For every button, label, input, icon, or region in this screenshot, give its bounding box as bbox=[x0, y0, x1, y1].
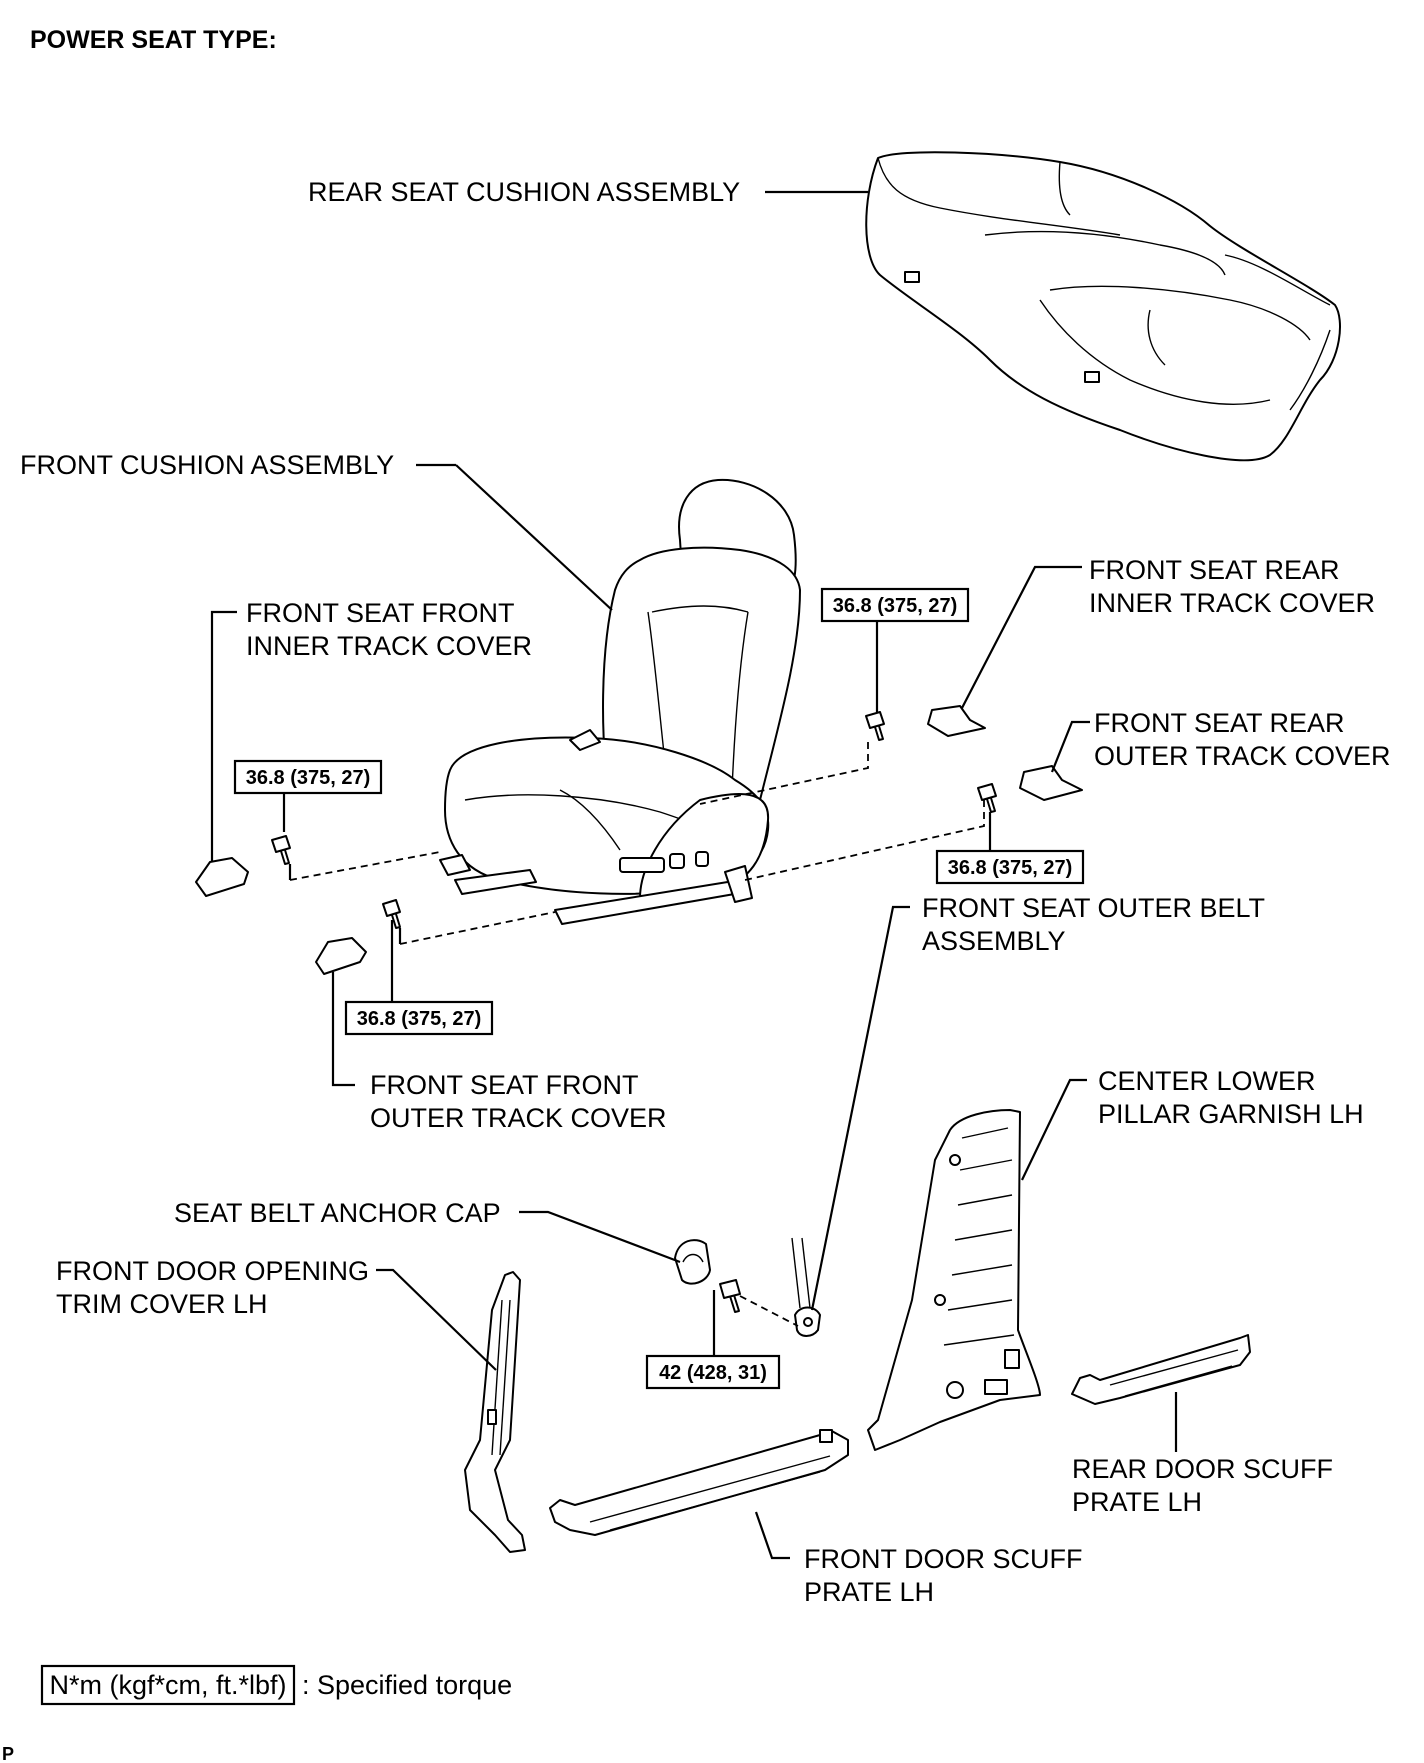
leader-door-opening-trim bbox=[376, 1268, 497, 1371]
legend-text: : Specified torque bbox=[302, 1670, 512, 1700]
rear-seat-cushion-drawing bbox=[865, 151, 1341, 462]
front-seat-drawing bbox=[439, 478, 801, 925]
bolt-icon bbox=[719, 1279, 741, 1313]
torque-front-inner: 36.8 (375, 27) bbox=[246, 767, 371, 789]
page-title: POWER SEAT TYPE: bbox=[30, 26, 277, 54]
label-rear-seat-cushion: REAR SEAT CUSHION ASSEMBLY bbox=[308, 177, 740, 207]
dashed-line-front-inner bbox=[289, 851, 441, 881]
leader-front-door-scuff bbox=[754, 1511, 790, 1560]
label-front-outer-track-cover-line2: OUTER TRACK COVER bbox=[370, 1103, 667, 1133]
leader-rear-inner-track-cover bbox=[961, 565, 1082, 709]
front-inner-track-cover bbox=[195, 857, 249, 897]
label-front-inner-track-cover-line2: INNER TRACK COVER bbox=[246, 631, 532, 661]
label-front-inner-track-cover-line1: FRONT SEAT FRONT bbox=[246, 598, 515, 628]
torque-anchor: 42 (428, 31) bbox=[659, 1362, 767, 1384]
label-rear-door-scuff-line1: REAR DOOR SCUFF bbox=[1072, 1454, 1333, 1484]
torque-box-rear-inner bbox=[820, 587, 970, 623]
bolt-icon bbox=[977, 783, 997, 813]
anchor-cap bbox=[674, 1239, 711, 1285]
bolt-icon bbox=[271, 835, 291, 865]
label-outer-belt-line2: ASSEMBLY bbox=[922, 926, 1066, 956]
label-rear-outer-track-cover-line1: FRONT SEAT REAR bbox=[1094, 708, 1345, 738]
bolt-icon bbox=[865, 711, 885, 741]
dashed-line-rear-inner bbox=[699, 742, 869, 805]
label-rear-door-scuff-line2: PRATE LH bbox=[1072, 1487, 1202, 1517]
front-door-scuff-drawing bbox=[549, 1429, 849, 1536]
label-center-pillar-line1: CENTER LOWER bbox=[1098, 1066, 1316, 1096]
torque-rear-inner: 36.8 (375, 27) bbox=[833, 595, 958, 617]
center-pillar-garnish-drawing bbox=[867, 1109, 1041, 1451]
torque-box-front-outer bbox=[344, 1000, 494, 1036]
label-front-door-scuff-line1: FRONT DOOR SCUFF bbox=[804, 1544, 1083, 1574]
legend-torque-box bbox=[40, 1664, 296, 1706]
label-rear-inner-track-cover-line1: FRONT SEAT REAR bbox=[1089, 555, 1340, 585]
label-door-opening-trim-line2: TRIM COVER LH bbox=[56, 1289, 268, 1319]
torque-box-anchor bbox=[645, 1354, 781, 1390]
leader-anchor-cap bbox=[519, 1210, 681, 1264]
label-outer-belt-line1: FRONT SEAT OUTER BELT bbox=[922, 893, 1265, 923]
label-front-outer-track-cover-line1: FRONT SEAT FRONT bbox=[370, 1070, 639, 1100]
rear-door-scuff-drawing bbox=[1071, 1334, 1251, 1405]
outer-belt-drawing bbox=[791, 1237, 821, 1337]
rear-inner-track-cover bbox=[927, 705, 986, 737]
leader-center-pillar bbox=[1021, 1078, 1087, 1181]
label-front-door-scuff-line2: PRATE LH bbox=[804, 1577, 934, 1607]
label-rear-inner-track-cover-line2: INNER TRACK COVER bbox=[1089, 588, 1375, 618]
leader-front-outer-track-cover bbox=[331, 972, 355, 1087]
leader-front-inner-track-cover bbox=[210, 610, 237, 862]
dashed-line-anchor bbox=[739, 1295, 799, 1327]
rear-outer-track-cover bbox=[1019, 765, 1083, 801]
leader-front-cushion-b bbox=[455, 464, 613, 611]
leader-rear-outer-track-cover bbox=[1050, 720, 1090, 773]
torque-front-outer: 36.8 (375, 27) bbox=[357, 1008, 482, 1030]
label-anchor-cap: SEAT BELT ANCHOR CAP bbox=[174, 1198, 501, 1228]
dashed-line-rear-outer bbox=[744, 800, 985, 881]
leader-outer-belt bbox=[810, 905, 910, 1311]
label-front-cushion: FRONT CUSHION ASSEMBLY bbox=[20, 450, 394, 480]
door-opening-trim-drawing bbox=[464, 1271, 526, 1553]
torque-box-front-inner bbox=[233, 759, 383, 795]
bolt-icon bbox=[382, 899, 401, 929]
torque-box-rear-outer bbox=[935, 849, 1085, 885]
legend-unit: N*m (kgf*cm, ft.*lbf) bbox=[49, 1670, 286, 1700]
front-outer-track-cover bbox=[315, 937, 367, 975]
label-center-pillar-line2: PILLAR GARNISH LH bbox=[1098, 1099, 1364, 1129]
label-door-opening-trim-line1: FRONT DOOR OPENING bbox=[56, 1256, 369, 1286]
torque-rear-outer: 36.8 (375, 27) bbox=[948, 857, 1073, 879]
label-rear-outer-track-cover-line2: OUTER TRACK COVER bbox=[1094, 741, 1391, 771]
corner-mark: P bbox=[2, 1744, 14, 1763]
dashed-line-front-outer bbox=[399, 911, 556, 945]
